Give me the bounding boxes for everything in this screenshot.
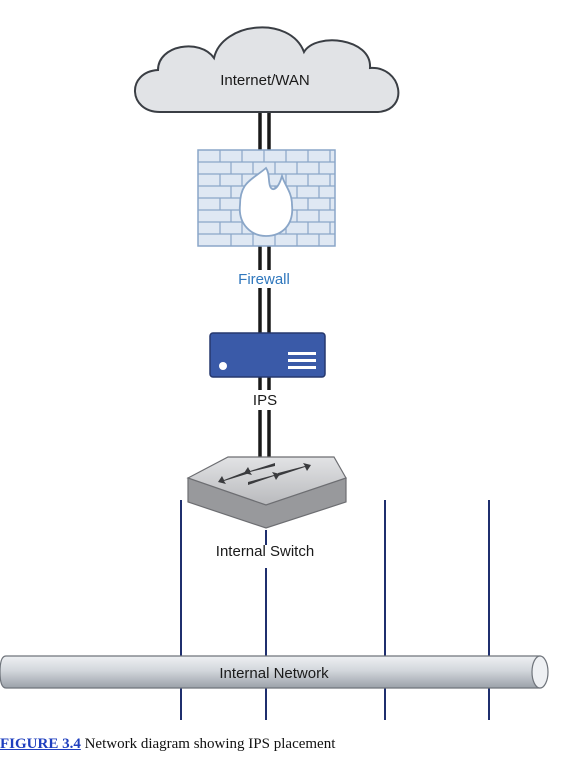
figure-caption: FIGURE 3.4 Network diagram showing IPS p… — [0, 736, 573, 753]
cloud-icon — [134, 26, 400, 113]
caption-text: Network diagram showing IPS placement — [80, 736, 336, 752]
network-diagram: Internet/WAN Firewall IPS Internal Switc… — [0, 26, 549, 720]
switch-label: Internal Switch — [216, 543, 314, 560]
ips-label: IPS — [253, 392, 277, 409]
cloud-label: Internet/WAN — [220, 72, 309, 89]
ips-device: IPS — [209, 332, 326, 409]
ips-led-icon — [219, 362, 227, 370]
firewall: Firewall — [197, 149, 336, 288]
flame-icon — [239, 166, 294, 237]
figure-link[interactable]: FIGURE 3.4 — [0, 736, 81, 752]
firewall-label: Firewall — [238, 271, 290, 288]
switch-arrows-icon — [218, 463, 311, 485]
network-label: Internal Network — [219, 665, 329, 682]
internal-switch: Internal Switch — [186, 456, 347, 560]
internet-cloud: Internet/WAN — [134, 26, 400, 113]
internal-network: Internal Network — [0, 655, 549, 689]
network-bus-icon — [0, 655, 541, 689]
